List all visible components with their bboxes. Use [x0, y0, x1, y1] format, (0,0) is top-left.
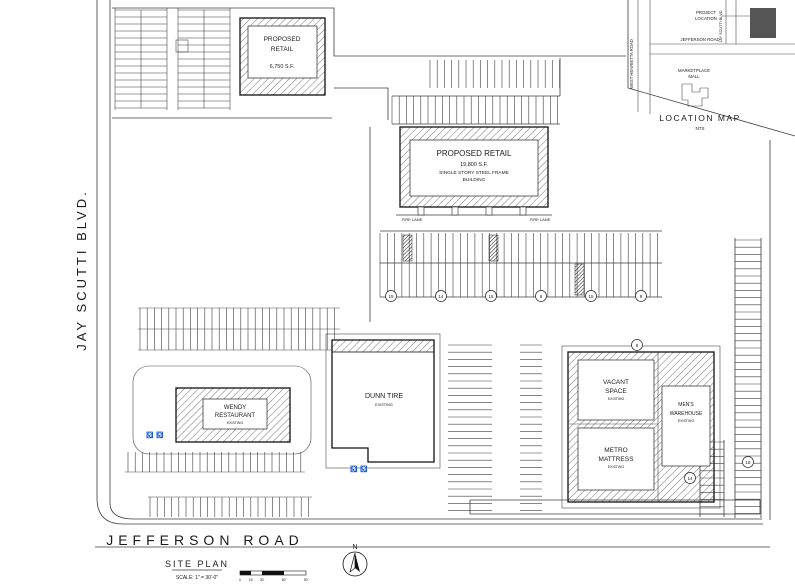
building-area-label: 6,750 S.F.	[270, 64, 295, 70]
marketplace-mall-label: MALL	[688, 74, 700, 79]
building-label: MEN'S	[678, 402, 694, 408]
parking-count: 15	[388, 294, 394, 299]
sheet-title: SITE PLAN	[165, 559, 229, 569]
parking-count: 15	[488, 294, 494, 299]
building-label: SPACE	[605, 388, 627, 395]
parking-count: 9	[640, 294, 643, 299]
parking-count: 15	[588, 294, 594, 299]
building-label: WENDY	[224, 405, 246, 411]
fire-lane-label: FIRE LANE	[402, 217, 423, 222]
north-arrow-circle	[342, 551, 368, 577]
parking-count: 8	[540, 294, 543, 299]
north-label: N	[352, 544, 357, 551]
parking-count: 14	[687, 476, 693, 481]
sheet-scale: SCALE: 1" = 30'-0"	[176, 575, 218, 581]
parking-count: 18	[745, 460, 751, 465]
parking-count-bubbles: 15 14 15 8 15 9 9 14 18	[385, 290, 754, 484]
map-jay-scutti-label: JAY SCUTTI BLVD.	[719, 9, 723, 42]
project-location-label: LOCATION	[695, 16, 717, 21]
building-area-label: 19,800 S.F.	[460, 162, 488, 168]
north-arrow-pointer	[349, 552, 356, 573]
accessible-parking-icons: ♿ ♿ ♿ ♿	[146, 431, 368, 473]
north-arrow-pointer	[355, 553, 360, 572]
map-west-henrietta-label: WEST HENRIETTA ROAD	[629, 39, 634, 89]
fire-lane-label: FIRE LANE	[530, 217, 551, 222]
scale-tick: 60'	[282, 578, 287, 582]
north-arrow: N	[342, 544, 368, 577]
marketplace-mall-label: MARKETPLACE	[678, 68, 710, 73]
location-map: PROJECT LOCATION JEFFERSON ROAD WEST HEN…	[629, 0, 795, 131]
building-label: WAREHOUSE	[670, 411, 703, 417]
building-desc-label: BUILDING	[463, 177, 486, 183]
building-label: MATTRESS	[599, 456, 635, 463]
scale-bar: 0 15' 30' 60' 90'	[239, 570, 309, 582]
scale-tick: 0	[239, 578, 241, 582]
building-status-label: EXISTING	[375, 403, 393, 407]
marketplace-mall-footprint	[681, 83, 709, 107]
location-map-title: LOCATION MAP	[659, 113, 741, 123]
building-desc-label: SINGLE STORY STEEL FRAME	[439, 170, 509, 176]
building-label: RESTAURANT	[215, 413, 256, 419]
building-proposed-retail-19800: PROPOSED RETAIL 19,800 S.F. SINGLE STORY…	[399, 126, 551, 222]
accessible-parking-icon: ♿	[360, 465, 368, 473]
parking-count: 14	[438, 294, 444, 299]
building-dunn-tire: DUNN TIRE EXISTING	[331, 339, 435, 463]
building-status-label: EXISTING	[227, 421, 244, 425]
accessible-parking-icon: ♿	[350, 465, 358, 473]
building-label: PROPOSED RETAIL	[437, 149, 513, 158]
building-status-label: EXISTING	[678, 419, 695, 423]
jefferson-road-label: JEFFERSON ROAD	[106, 532, 304, 548]
location-map-nts: NTS	[696, 126, 705, 131]
building-status-label: EXISTING	[608, 397, 625, 401]
scale-tick: 30'	[260, 578, 265, 582]
project-location-marker	[750, 8, 776, 38]
building-label: METRO	[604, 447, 627, 454]
scale-tick: 90'	[304, 578, 309, 582]
accessible-parking-icon: ♿	[156, 431, 164, 439]
jay-scutti-blvd-label: JAY SCUTTI BLVD.	[74, 189, 89, 350]
landscape-islands	[402, 234, 585, 296]
building-label: RETAIL	[271, 46, 294, 53]
building-proposed-retail-6750: PROPOSED RETAIL 6,750 S.F.	[239, 17, 326, 96]
building-status-label: EXISTING	[608, 465, 625, 469]
building-label: DUNN TIRE	[365, 393, 403, 400]
scale-tick: 15'	[249, 578, 254, 582]
building-label: VACANT	[603, 379, 629, 386]
title-block: SITE PLAN SCALE: 1" = 30'-0"	[165, 559, 229, 581]
canopy-columns	[417, 206, 527, 216]
building-wendy-restaurant: WENDY RESTAURANT EXISTING	[175, 387, 291, 443]
map-jefferson-road-label: JEFFERSON ROAD	[680, 37, 719, 42]
accessible-parking-icon: ♿	[146, 431, 154, 439]
building-label: PROPOSED	[264, 36, 301, 43]
parking-stalls	[115, 9, 761, 517]
project-location-label: PROJECT	[696, 10, 716, 15]
parking-count: 9	[636, 343, 639, 348]
